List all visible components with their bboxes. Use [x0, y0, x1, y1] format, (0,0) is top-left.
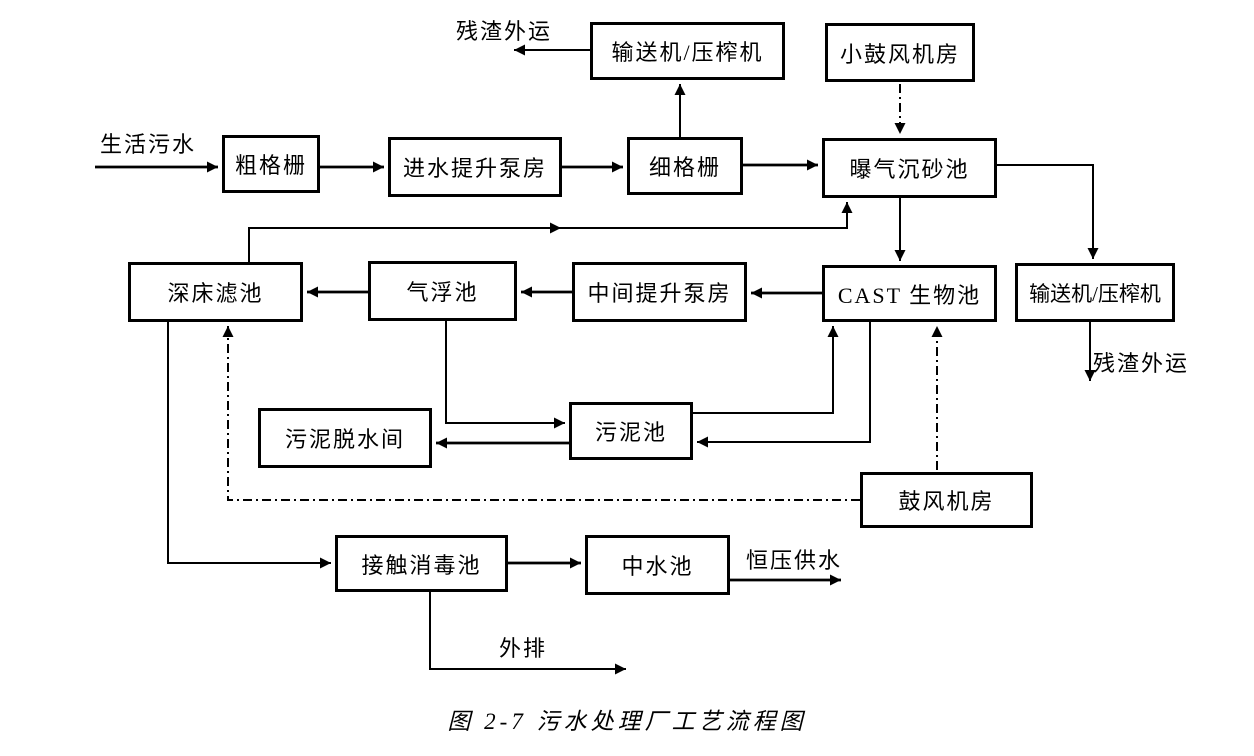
- node-deep-bed-filter: 深床滤池: [128, 262, 303, 322]
- label-residue-out-top: 残渣外运: [456, 19, 553, 44]
- node-small-blower-room: 小鼓风机房: [825, 23, 975, 82]
- node-inlet-pump-station: 进水提升泵房: [388, 137, 562, 197]
- label-influent: 生活污水: [100, 132, 197, 157]
- node-intermediate-pump-station: 中间提升泵房: [572, 262, 747, 322]
- node-aerated-grit-chamber: 曝气沉砂池: [822, 138, 997, 198]
- figure-caption: 图 2-7 污水处理厂工艺流程图: [447, 709, 807, 734]
- node-coarse-screen: 粗格栅: [222, 135, 320, 193]
- node-reclaimed-water-tank: 中水池: [585, 535, 730, 595]
- node-contact-disinfection-tank: 接触消毒池: [335, 535, 508, 592]
- edge-disinfection-discharge: [429, 592, 626, 675]
- edge-deep-bed-filter-return-1: [248, 222, 561, 262]
- node-fine-screen: 细格栅: [627, 137, 743, 195]
- label-residue-out-right: 残渣外运: [1093, 351, 1190, 376]
- edge-daf-sludge-tank: [445, 321, 565, 429]
- node-cast-bio-tank: CAST 生物池: [822, 265, 997, 322]
- node-sludge-dewatering-room: 污泥脱水间: [258, 408, 432, 468]
- label-pressurized-supply: 恒压供水: [746, 548, 843, 573]
- node-conveyor-press-top: 输送机/压榨机: [590, 22, 785, 80]
- edge-grit-chamber-conveyor-right: [997, 164, 1099, 259]
- node-conveyor-press-right: 输送机/压榨机: [1015, 263, 1175, 322]
- edge-deep-bed-filter-return-2: [561, 202, 853, 229]
- edge-cast-sludge-tank: [697, 322, 871, 448]
- node-blower-room: 鼓风机房: [860, 472, 1033, 528]
- edge-deep-bed-filter-disinfection: [167, 322, 331, 569]
- node-daf-tank: 气浮池: [368, 261, 517, 321]
- edge-sludge-tank-cast: [693, 326, 839, 414]
- label-discharge: 外排: [499, 636, 548, 661]
- edge-blower-deep-bed-filter: [222, 326, 860, 501]
- node-sludge-tank: 污泥池: [569, 402, 693, 460]
